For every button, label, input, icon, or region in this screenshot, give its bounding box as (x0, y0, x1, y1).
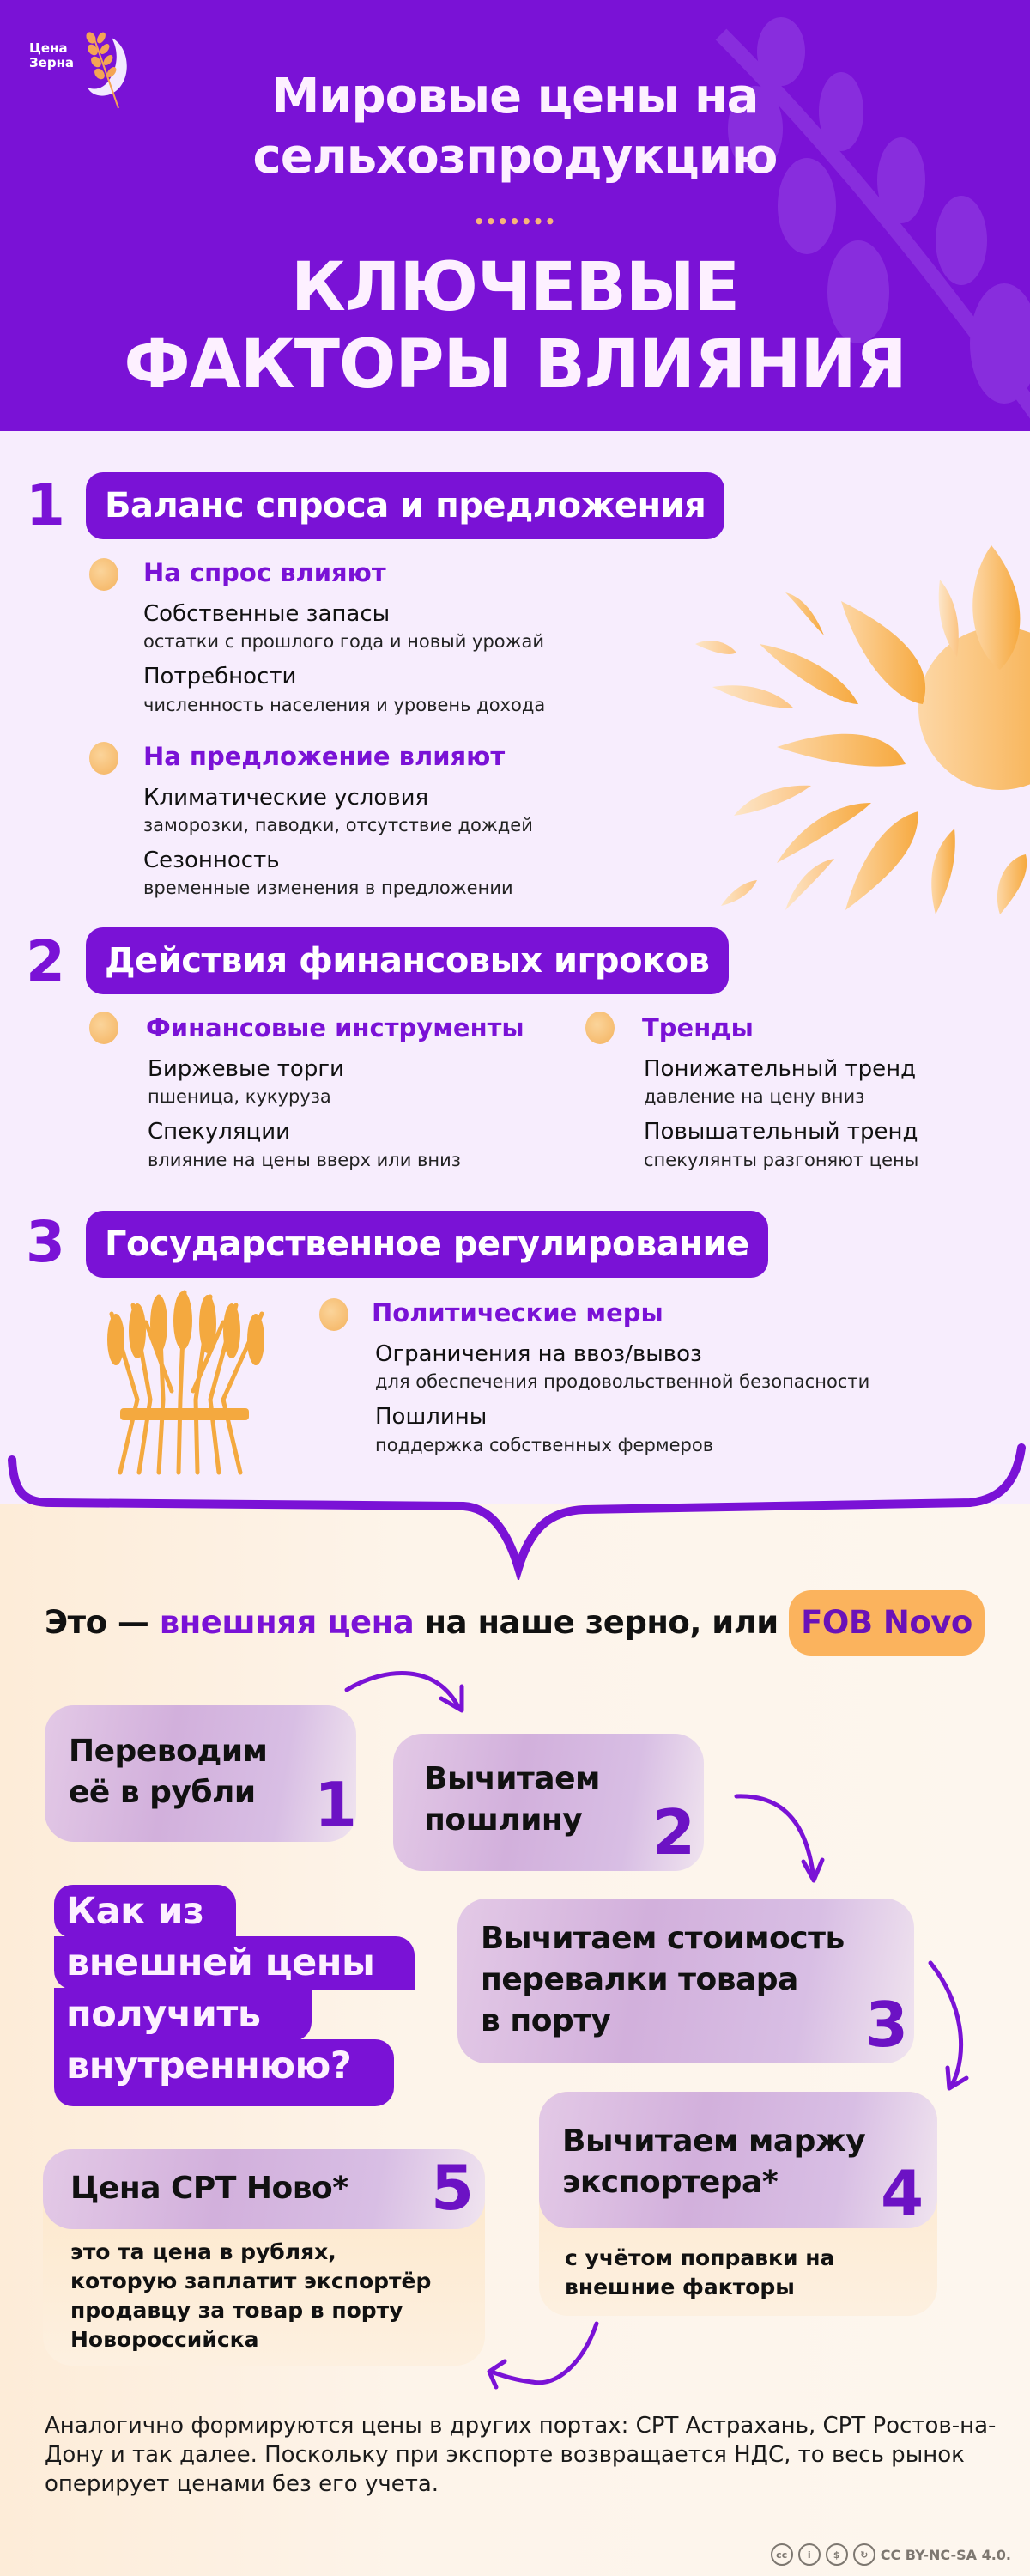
curly-brace-divider (8, 1443, 1026, 1580)
sun-icon (695, 545, 1030, 914)
item-desc: пшеница, кукуруза (148, 1086, 331, 1107)
item-desc: поддержка собственных фермеров (375, 1435, 714, 1455)
item-desc: для обеспечения продовольственной безопа… (375, 1371, 870, 1392)
item-title: Собственные запасы (143, 601, 391, 627)
license-badge[interactable]: cc i $ ↻ CC BY-NC-SA 4.0. (770, 2543, 1011, 2566)
header-banner: Цена Зерна Мировые цены на сельхозпродук… (0, 0, 1030, 431)
step-card-2 (393, 1734, 704, 1871)
step-number: 5 (431, 2152, 475, 2224)
section-title-pill: Действия финансовых игроков (86, 927, 729, 994)
wheat-sheaf-icon (107, 1290, 264, 1475)
item-desc: заморозки, паводки, отсутствие дождей (143, 815, 533, 835)
cc-icon: cc (770, 2543, 793, 2566)
logo-wheat-sickle-icon (86, 32, 127, 109)
step-card-5 (43, 2149, 485, 2229)
bullet-icon (89, 558, 118, 591)
item-desc: давление на цену вниз (644, 1086, 865, 1107)
item-desc: численность населения и уровень дохода (143, 695, 546, 715)
nc-icon: $ (825, 2543, 848, 2566)
arrow-step3-to-4-icon (928, 1960, 969, 2091)
question-block: Как из внешней цены получить внутреннюю? (54, 1885, 432, 2112)
fob-badge: FOB Novo (789, 1590, 985, 1656)
step-card-4 (539, 2092, 937, 2228)
step-text: Вычитаем стоимость перевалки товара в по… (481, 1921, 845, 2038)
license-text: CC BY-NC-SA 4.0. (880, 2546, 1011, 2563)
sa-icon: ↻ (852, 2543, 876, 2566)
item-title: Биржевые торги (148, 1056, 344, 1082)
item-title: Спекуляции (148, 1119, 290, 1145)
arrow-step4-to-5-icon (487, 2321, 599, 2390)
fob-highlight: внешняя цена (159, 1604, 415, 1641)
step-text: Вычитаем маржу экспортера* (562, 2123, 866, 2200)
step-desc: с учётом поправки на внешние факторы (565, 2245, 835, 2300)
step-text: Вычитаем пошлину (424, 1761, 600, 1838)
item-title: Сезонность (143, 848, 280, 873)
step-desc: это та цена в рублях, которую заплатит э… (70, 2239, 432, 2352)
bullet-icon (89, 742, 118, 775)
item-title: Потребности (143, 664, 297, 690)
item-desc: временные изменения в предложении (143, 878, 513, 898)
title-divider: ••••••• (473, 211, 557, 232)
group-heading: Тренды (642, 1013, 754, 1042)
section-title-pill: Государственное регулирование (86, 1211, 768, 1278)
bullet-icon (319, 1298, 348, 1331)
group-heading: Политические меры (372, 1298, 663, 1327)
step-number: 2 (652, 1796, 696, 1868)
group-heading: Финансовые инструменты (146, 1013, 524, 1042)
item-desc: влияние на цены вверх или вниз (148, 1150, 461, 1170)
section-title-pill: Баланс спроса и предложения (86, 472, 725, 539)
by-icon: i (797, 2543, 821, 2566)
item-title: Климатические условия (143, 785, 429, 811)
section-number: 2 (26, 928, 65, 994)
arrow-step2-to-3-icon (734, 1794, 825, 1883)
step-number: 4 (881, 2157, 924, 2229)
fob-statement: Это — внешняя цена на наше зерно, или FO… (45, 1590, 985, 1656)
step-number: 1 (314, 1769, 358, 1841)
step-text: Цена СРТ Ново* (70, 2171, 348, 2206)
page-title: Мировые цены на сельхозпродукцию (252, 69, 779, 185)
step-text: Переводим её в рубли (69, 1734, 268, 1810)
group-heading: На спрос влияют (143, 558, 386, 587)
step-card-1 (45, 1705, 356, 1842)
item-desc: остатки с прошлого года и новый урожай (143, 631, 545, 652)
item-desc: спекулянты разгоняют цены (644, 1150, 919, 1170)
item-title: Ограничения на ввоз/вывоз (375, 1341, 702, 1367)
bullet-icon (585, 1012, 615, 1044)
item-title: Пошлины (375, 1404, 488, 1430)
page-subtitle: КЛЮЧЕВЫЕ ФАКТОРЫ ВЛИЯНИЯ (124, 249, 906, 404)
logo-text: Цена Зерна (29, 40, 75, 70)
step-number: 3 (865, 1989, 909, 2061)
footnote: Аналогично формируются цены в других пор… (45, 2413, 997, 2497)
item-title: Повышательный тренд (644, 1119, 918, 1145)
wheat-decoration-icon (715, 17, 1030, 419)
group-heading: На предложение влияют (143, 742, 506, 771)
section-number: 1 (26, 472, 65, 538)
item-title: Понижательный тренд (644, 1056, 917, 1082)
bullet-icon (89, 1012, 118, 1044)
arrow-step1-to-2-icon (344, 1671, 464, 1713)
step-card-3 (457, 1899, 914, 2063)
section-number: 3 (26, 1209, 65, 1275)
logo[interactable]: Цена Зерна (26, 26, 137, 112)
